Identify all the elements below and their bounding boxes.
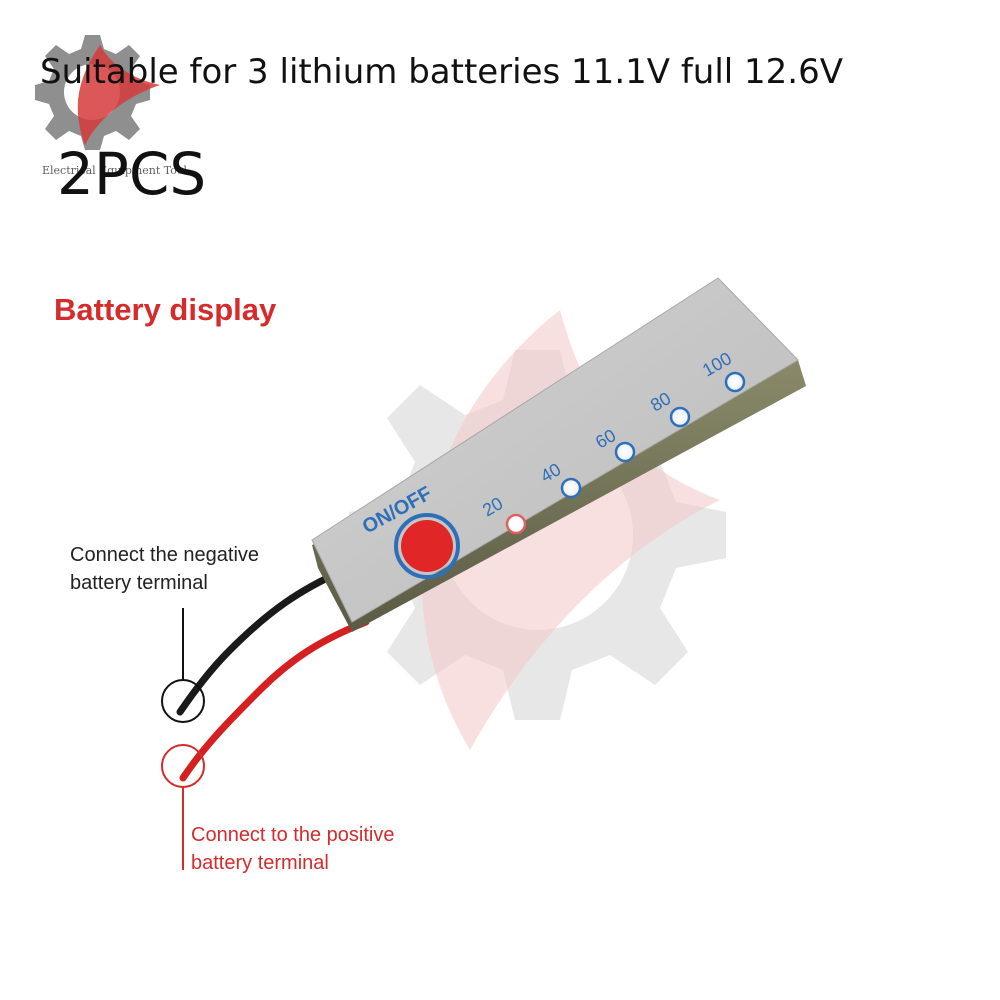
led-100 <box>724 371 746 393</box>
led-20 <box>505 513 527 535</box>
led-60 <box>614 441 636 463</box>
positive-label-line-1: Connect to the positive <box>191 824 395 846</box>
led-40 <box>560 477 582 499</box>
headline-text: Suitable for 3 lithium batteries 11.1V f… <box>40 52 844 92</box>
quantity-text: 2PCS <box>57 140 207 208</box>
brand-logo-text: Electrical Equipment Tool <box>42 164 188 177</box>
negative-terminal-label: Connect the negative battery terminal <box>70 541 259 597</box>
positive-callout-marker <box>161 744 205 870</box>
negative-label-line-1: Connect the negative <box>70 544 260 566</box>
led-80 <box>669 406 691 428</box>
negative-label-line-2: battery terminal <box>70 572 208 594</box>
positive-wire <box>179 618 370 782</box>
swoosh-watermark-icon <box>421 310 720 750</box>
positive-label-line-2: battery terminal <box>191 852 329 874</box>
negative-wire <box>176 567 346 716</box>
section-title: Battery display <box>54 292 277 327</box>
on-off-button[interactable] <box>394 513 460 579</box>
gear-logo-icon <box>35 35 160 150</box>
negative-callout-marker <box>161 608 205 723</box>
positive-terminal-label: Connect to the positive battery terminal <box>191 821 394 877</box>
